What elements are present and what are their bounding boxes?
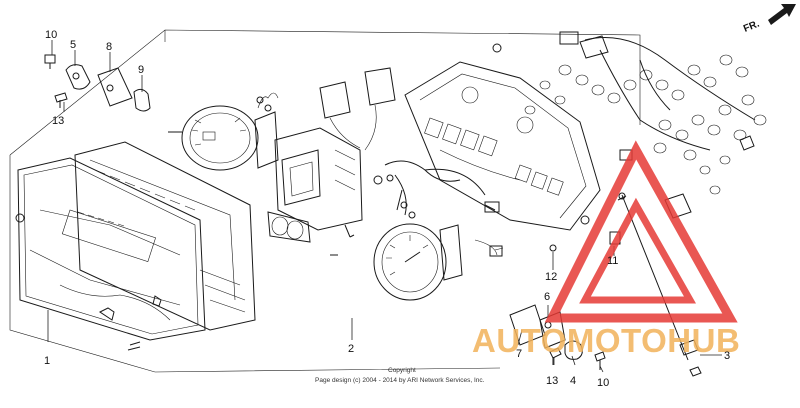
main-wire-harness	[492, 31, 767, 195]
sub-harness	[330, 160, 500, 256]
part-label-8: 8	[106, 41, 112, 53]
meter-lens-assembly	[15, 157, 206, 351]
watermark-text: AUTOMOTOHUB	[472, 322, 740, 359]
front-direction-indicator: FR.	[742, 4, 796, 35]
copyright-line-2: Page design (c) 2004 - 2014 by ARI Netwo…	[315, 377, 485, 384]
lower-brackets	[509, 215, 606, 370]
part-number-labels: 1 2 3 4 5 6 7 8 9 10 10 11 12 13 13	[44, 29, 730, 389]
part-label-10-top: 10	[45, 29, 57, 41]
speedometer-upper	[168, 92, 279, 171]
part-label-2: 2	[348, 343, 354, 355]
bulb-sockets	[524, 54, 767, 195]
part-label-13-bottom: 13	[546, 375, 558, 387]
part-label-1: 1	[44, 355, 50, 367]
part-label-10-bottom: 10	[597, 377, 609, 389]
part-label-9: 9	[138, 64, 144, 76]
diagram-frame	[9, 29, 641, 373]
part-label-4: 4	[570, 375, 576, 387]
part-label-12: 12	[545, 271, 557, 283]
part-label-13-top: 13	[52, 115, 64, 127]
arrow-icon	[768, 4, 796, 25]
gauge-module	[274, 67, 396, 238]
callout-lines	[47, 40, 722, 373]
part-label-11: 11	[607, 255, 618, 267]
tachometer	[373, 223, 504, 301]
direction-label: FR.	[742, 18, 761, 34]
part-label-6: 6	[544, 291, 550, 303]
meter-case	[74, 141, 256, 331]
copyright-line-1: Copyright	[388, 367, 416, 374]
indicator-lens-plate	[267, 211, 311, 243]
part-label-3: 3	[724, 350, 730, 362]
copyright-footer: Copyright Page design (c) 2004 - 2014 by…	[315, 367, 485, 384]
upper-left-fasteners	[44, 54, 151, 112]
meter-rear-case	[404, 61, 601, 231]
watermark-logo: AUTOMOTOHUB	[472, 140, 740, 359]
part-label-7: 7	[516, 348, 522, 360]
part-label-5: 5	[70, 39, 76, 51]
